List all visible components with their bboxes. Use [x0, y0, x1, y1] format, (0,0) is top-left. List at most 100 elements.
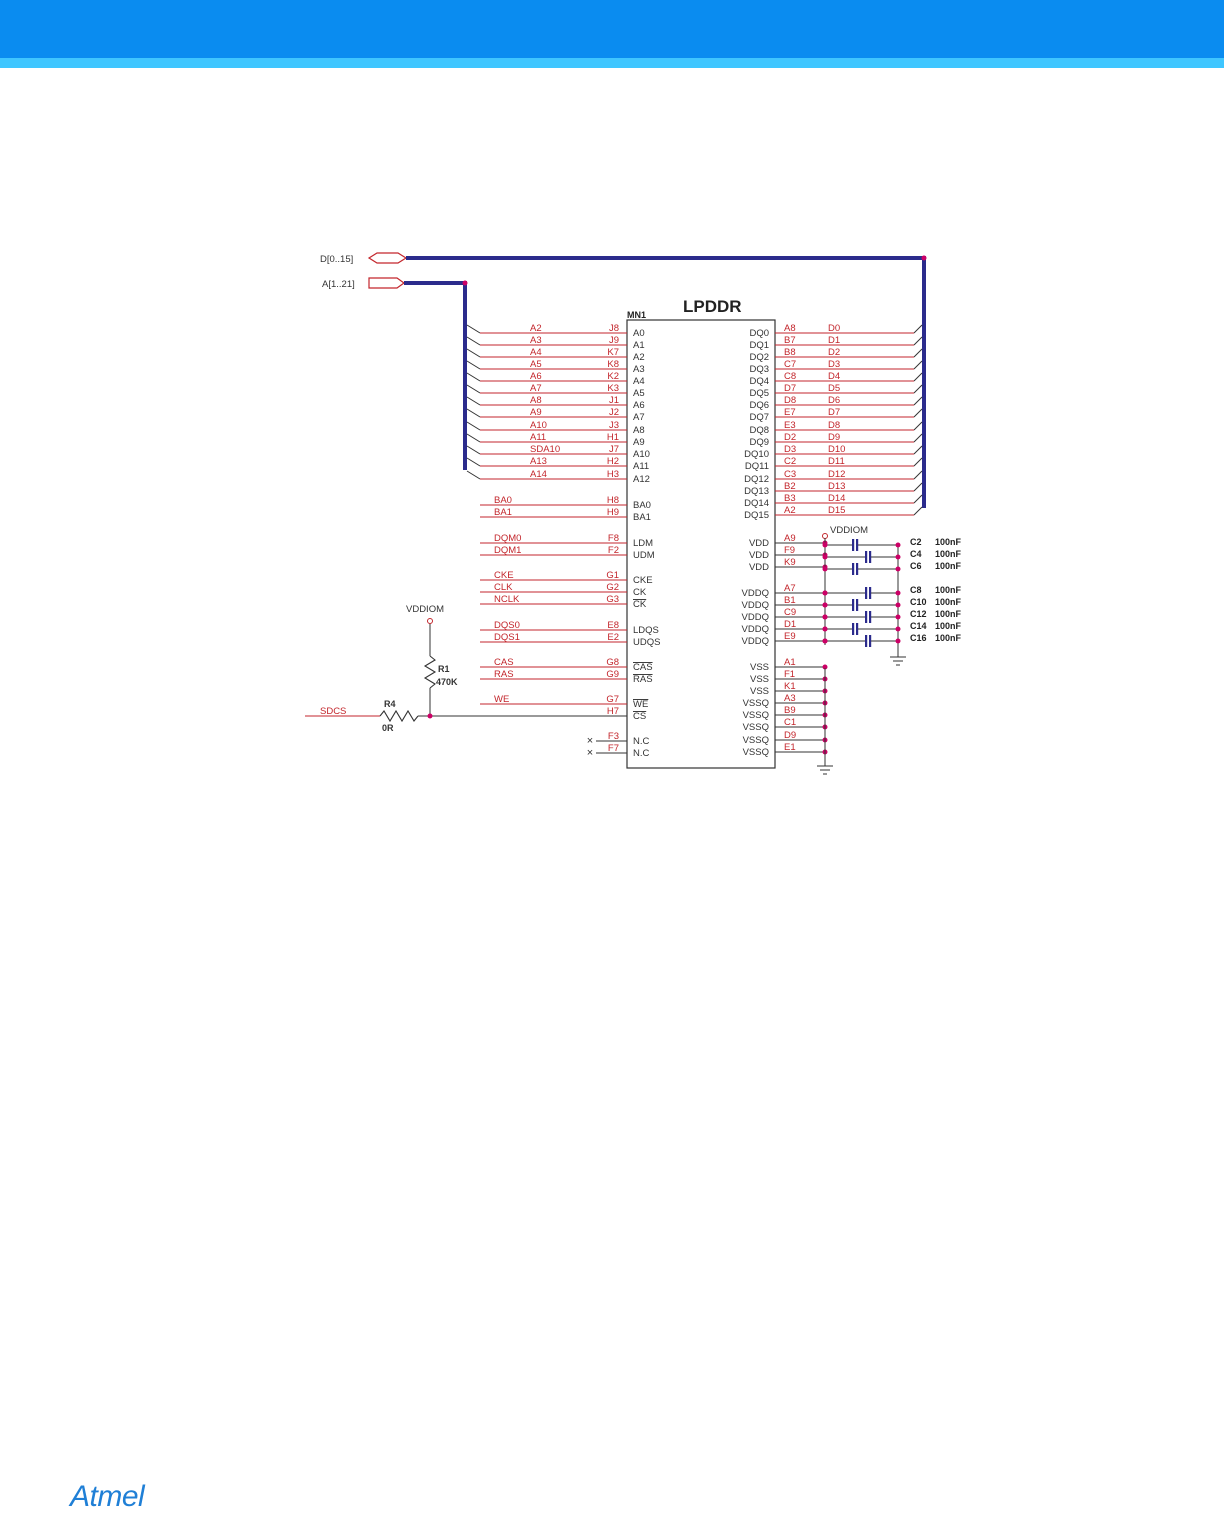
- left-net-label: CAS: [494, 657, 514, 668]
- right-pin-name: DQ8: [749, 425, 769, 436]
- left-ball-label: K8: [607, 359, 619, 370]
- left-ball-label: G1: [606, 570, 619, 581]
- vddiom-cap-label: VDDIOM: [830, 525, 868, 536]
- left-ball-label: J2: [609, 407, 619, 418]
- right-pin-name: DQ11: [745, 461, 769, 472]
- vddiom-res-label: VDDIOM: [406, 604, 444, 615]
- left-pin-name: CKE: [633, 575, 653, 586]
- r1-value: 470K: [436, 677, 458, 687]
- right-net-label: D1: [828, 335, 840, 346]
- capacitor-icon: [852, 623, 855, 635]
- right-pin-name: VSSQ: [743, 735, 769, 746]
- port-data-bus-symbol: [367, 252, 408, 264]
- right-net-label: D10: [828, 444, 845, 455]
- left-ball-label: G3: [606, 594, 619, 605]
- right-pin-name: DQ2: [749, 352, 769, 363]
- cs-junction: [427, 713, 433, 719]
- left-pin-name: N.C: [633, 748, 650, 759]
- left-pin-name: A4: [633, 376, 645, 387]
- cap-junction: [895, 602, 901, 608]
- data-bus-entry: [913, 506, 923, 516]
- right-net-label: D5: [828, 383, 840, 394]
- ground-icon-vss: [817, 765, 833, 775]
- cap-junction: [895, 626, 901, 632]
- left-pin-name: A2: [633, 352, 645, 363]
- right-ball-label: C7: [784, 359, 796, 370]
- right-pin-name: VSSQ: [743, 722, 769, 733]
- right-pin-name: DQ6: [749, 400, 769, 411]
- right-net-label: D8: [828, 420, 840, 431]
- left-ball-label: G2: [606, 582, 619, 593]
- right-ball-label: B9: [784, 705, 796, 716]
- left-net-label: DQM1: [494, 545, 521, 556]
- capacitor-icon: [869, 551, 872, 563]
- cap-junction: [822, 542, 828, 548]
- right-ball-label: D1: [784, 619, 796, 630]
- right-pin-name: DQ1: [749, 340, 769, 351]
- left-pin-name: A12: [633, 474, 650, 485]
- cap-ref: C2: [910, 537, 922, 547]
- left-ball-label: K7: [607, 347, 619, 358]
- addr-bus-entry: [466, 396, 481, 406]
- cap-junction: [822, 590, 828, 596]
- no-connect-icon: ×: [587, 747, 593, 759]
- right-pin-name: DQ14: [744, 498, 769, 509]
- right-pin-group: D0A8DQ0D1B7DQ1D2B8DQ2D3C7DQ3D4C8DQ4D5D7D…: [742, 323, 923, 758]
- addr-bus-junction: [462, 280, 468, 286]
- capacitor-icon: [865, 611, 868, 623]
- addr-bus-entry: [466, 348, 481, 358]
- right-ball-label: K1: [784, 681, 796, 692]
- data-bus-entry: [913, 396, 923, 406]
- right-net-label: D2: [828, 347, 840, 358]
- right-ball-label: A1: [784, 657, 796, 668]
- port-addr-bus-symbol: [368, 277, 406, 289]
- capacitor-icon: [869, 587, 872, 599]
- cap-ref: C16: [910, 633, 927, 643]
- capacitor-icon: [856, 563, 859, 575]
- left-ball-label: F8: [608, 533, 619, 544]
- left-ball-label: J9: [609, 335, 619, 346]
- capacitor-icon: [865, 587, 868, 599]
- header-accent-strip: [0, 58, 1224, 68]
- right-net-label: D7: [828, 407, 840, 418]
- left-pin-name: A3: [633, 364, 645, 375]
- right-ball-label: D7: [784, 383, 796, 394]
- left-net-label: BA0: [494, 495, 512, 506]
- addr-bus-line: [404, 281, 467, 470]
- r1-resistor-icon: [423, 655, 437, 689]
- left-net-label: A5: [530, 359, 542, 370]
- addr-bus-entry: [466, 445, 481, 455]
- data-bus-entry: [913, 494, 923, 504]
- left-net-label: A9: [530, 407, 542, 418]
- right-pin-name: DQ4: [749, 376, 769, 387]
- cap-junction: [895, 590, 901, 596]
- left-ball-label: J8: [609, 323, 619, 334]
- cap-junction: [895, 614, 901, 620]
- cap-value: 100nF: [935, 621, 962, 631]
- left-ball-label: H3: [607, 469, 619, 480]
- left-pin-name: UDM: [633, 550, 655, 561]
- right-net-label: D9: [828, 432, 840, 443]
- addr-bus-entry: [466, 457, 481, 467]
- capacitor-icon: [869, 635, 872, 647]
- right-pin-name: VDD: [749, 562, 769, 573]
- right-pin-name: VSS: [750, 686, 769, 697]
- right-ball-label: D8: [784, 395, 796, 406]
- left-ball-label: G8: [606, 657, 619, 668]
- capacitor-icon: [865, 551, 868, 563]
- left-ball-label: H2: [607, 456, 619, 467]
- cap-ref: C6: [910, 561, 922, 571]
- left-pin-name: BA0: [633, 500, 651, 511]
- left-net-label: A2: [530, 323, 542, 334]
- cap-junction: [895, 542, 901, 548]
- right-ball-label: C8: [784, 371, 796, 382]
- cap-value: 100nF: [935, 633, 962, 643]
- right-pin-name: DQ9: [749, 437, 769, 448]
- right-pin-name: VDD: [749, 538, 769, 549]
- right-pin-name: VSS: [750, 674, 769, 685]
- right-pin-name: VSSQ: [743, 698, 769, 709]
- left-ball-label: G7: [606, 694, 619, 705]
- left-pin-name: CAS: [633, 662, 653, 673]
- right-ball-label: B3: [784, 493, 796, 504]
- data-bus-entry: [913, 433, 923, 443]
